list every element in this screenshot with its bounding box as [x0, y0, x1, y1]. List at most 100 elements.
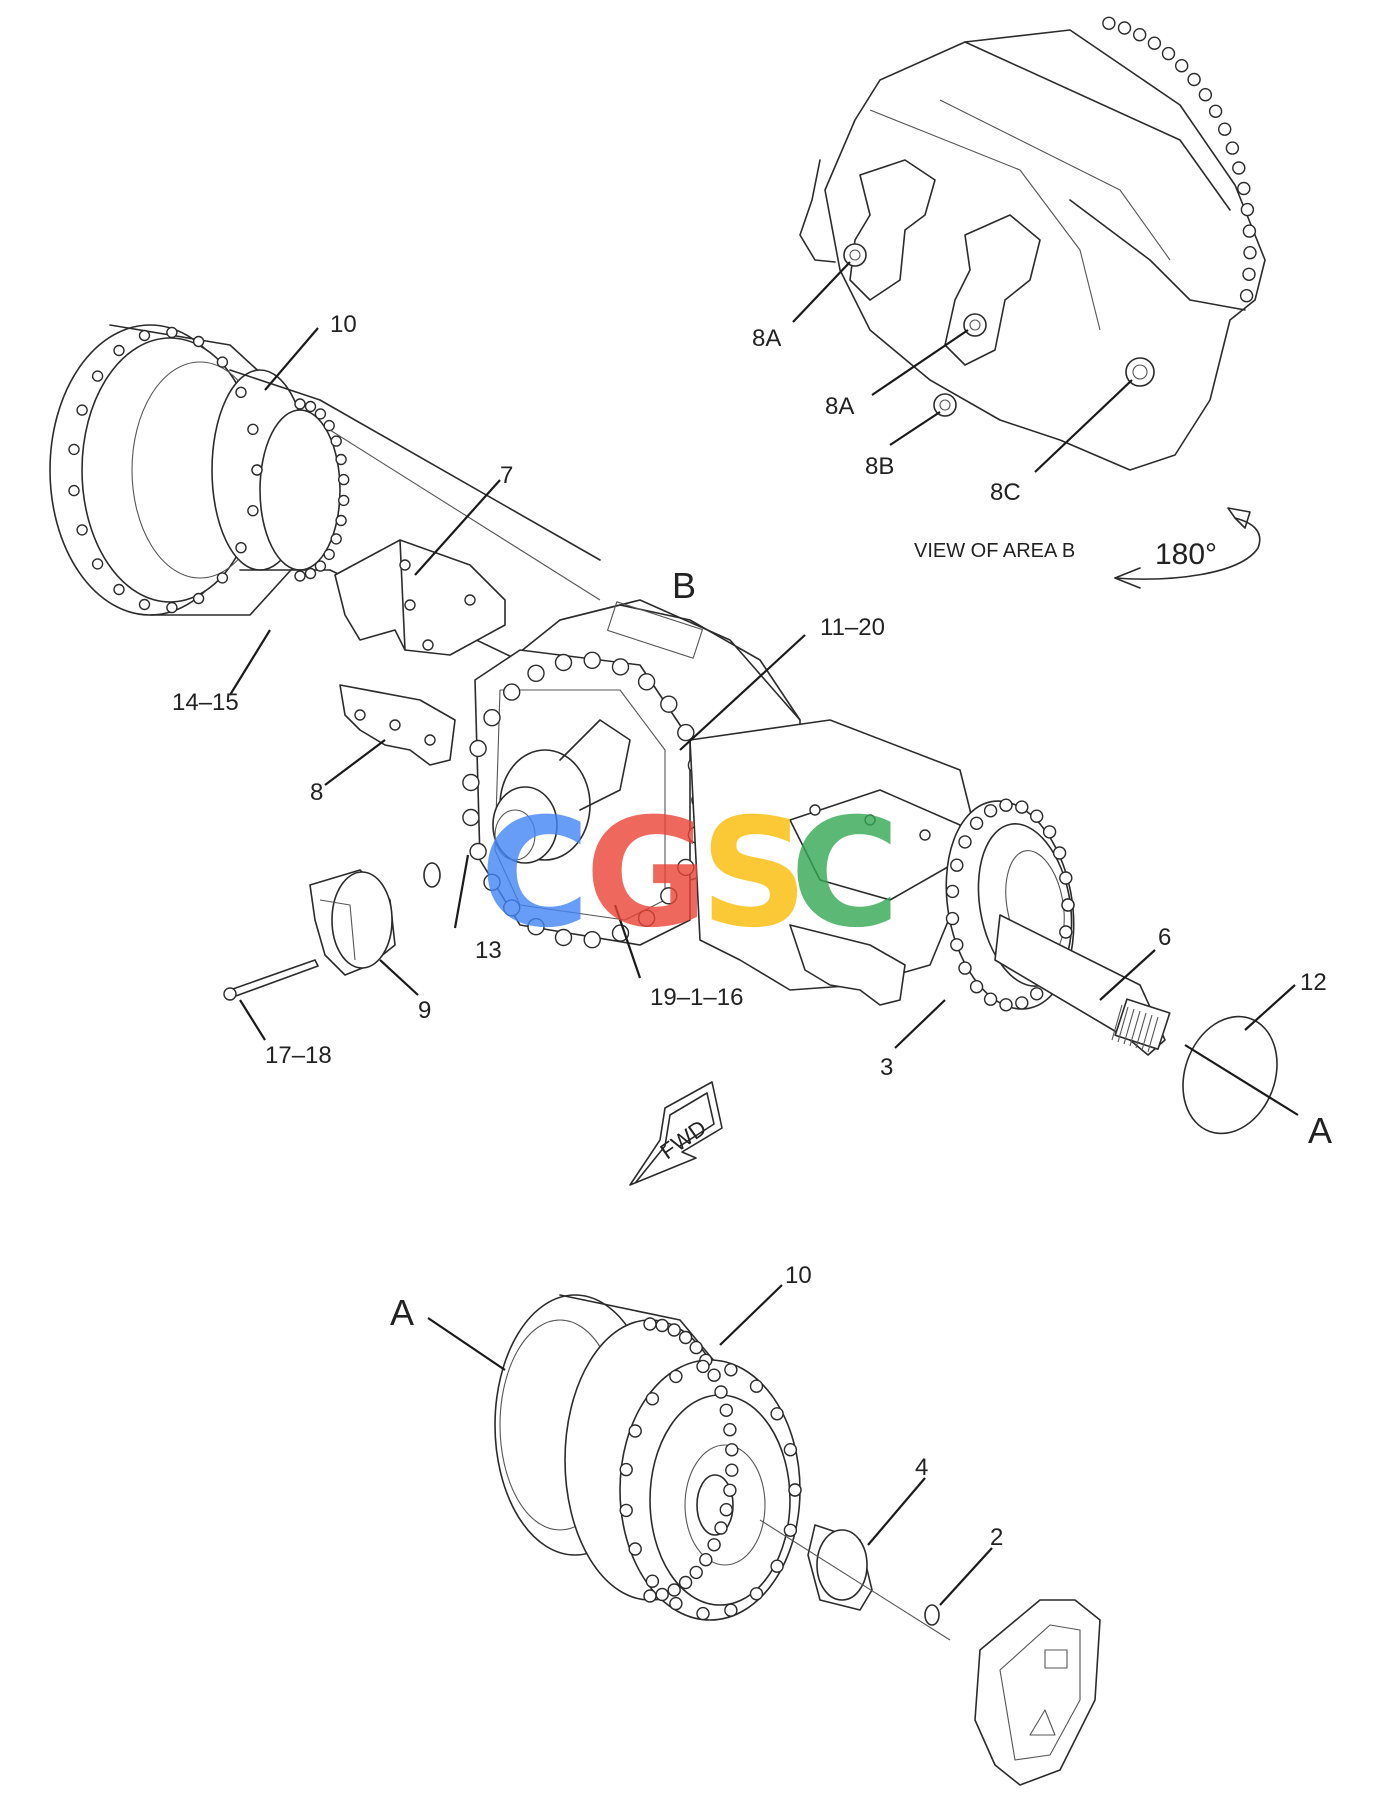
flange-bolt: [583, 651, 601, 669]
hub-bolt: [338, 473, 350, 486]
hub-bolt: [323, 548, 335, 561]
final-drive-bolt: [619, 1462, 633, 1477]
housing-rim-bolt: [1198, 87, 1213, 102]
fwd-arrow: FWD: [629, 1081, 723, 1186]
housing-rim-bolt: [1102, 16, 1116, 30]
final-drive-bolt: [725, 1443, 739, 1457]
brake-ring-tooth: [958, 835, 972, 849]
final-drive-bolt: [723, 1483, 737, 1498]
final-drive-bolt: [719, 1502, 733, 1517]
flange-bolt: [677, 858, 695, 877]
shaft-spline: [1129, 1010, 1141, 1047]
flange-bolt: [503, 683, 521, 701]
callout-6: 6: [1158, 924, 1171, 951]
final-drive-bolt: [678, 1575, 693, 1590]
brake-ring-tooth: [969, 980, 984, 994]
housing-rim-bolt: [1208, 104, 1223, 119]
final-drive-bolt: [669, 1369, 683, 1384]
callout-8a-lower: 8A: [825, 393, 854, 420]
hub-bolt: [304, 567, 317, 580]
final-drive-bolt: [689, 1340, 703, 1355]
inset-view-area-b: 8A 8A 8B 8C VIEW OF AREA B 180°: [752, 16, 1266, 589]
final-drive-bolt: [678, 1330, 693, 1345]
callout-8b: 8B: [865, 453, 894, 480]
hub-bolt: [338, 494, 350, 507]
view-area-b-label: VIEW OF AREA B: [914, 540, 1075, 562]
hub-bolt: [138, 598, 151, 611]
watermark-letter-g: G: [585, 787, 708, 961]
shaft-spline: [1141, 1014, 1153, 1051]
final-drive-bolt: [714, 1385, 728, 1399]
shaft-spline: [1147, 1016, 1159, 1053]
flange-bolt: [554, 653, 573, 672]
flange-bolt: [637, 673, 656, 691]
callout-14-15: 14–15: [172, 689, 239, 716]
final-drive-bolt: [667, 1583, 681, 1597]
flange-bolt: [503, 899, 521, 917]
hub-bolt: [91, 558, 104, 570]
flange-bolt: [637, 909, 656, 927]
flange-bolt: [527, 918, 545, 936]
callout-17-18: 17–18: [265, 1042, 332, 1069]
watermark-letter-c2: C: [790, 787, 900, 961]
housing-rim-bolt: [1239, 289, 1254, 303]
brake-ring-tooth: [969, 816, 984, 830]
final-drive-bolt: [667, 1323, 681, 1337]
final-drive-bolt: [689, 1565, 703, 1580]
final-drive-bolt: [619, 1503, 633, 1518]
brake-ring-tooth: [945, 911, 960, 926]
final-drive-bolt: [655, 1318, 669, 1333]
final-drive-bolt: [714, 1521, 728, 1535]
hub-bolt: [251, 464, 263, 476]
shaft-spline: [1111, 1004, 1123, 1041]
housing-rim-bolt: [1232, 161, 1246, 175]
hub-bolt: [68, 484, 80, 497]
callout-7: 7: [500, 462, 513, 489]
callout-4: 4: [915, 1454, 928, 1481]
brake-ring-tooth: [950, 858, 964, 872]
hub-bolt: [247, 505, 259, 517]
hub-bolt: [138, 329, 151, 342]
callout-3: 3: [880, 1054, 893, 1081]
flange-bolt: [611, 924, 630, 942]
brake-ring-tooth: [1015, 800, 1029, 814]
hub-bolt: [166, 326, 178, 339]
hub-bolt: [330, 533, 342, 545]
brake-ring-tooth: [950, 938, 964, 952]
final-drive-bolt: [643, 1589, 657, 1603]
final-drive-bolt: [770, 1559, 784, 1573]
hub-bolt: [91, 370, 104, 382]
final-drive-bolt: [724, 1603, 738, 1617]
brake-ring-tooth: [1059, 871, 1073, 885]
hub-bolt: [235, 542, 247, 554]
final-drive-bolt: [645, 1392, 660, 1406]
brake-ring-tooth: [1029, 809, 1044, 823]
area-b-marker: B: [672, 565, 696, 606]
brake-ring-tooth: [1061, 898, 1075, 912]
final-drive-assembly: 10 4 2 A: [390, 1262, 1101, 1786]
shaft-spline: [1117, 1006, 1129, 1043]
final-drive-bolt: [723, 1422, 737, 1437]
final-drive-bolt: [749, 1587, 764, 1601]
hub-bolt: [192, 592, 205, 605]
hub-bolt: [166, 601, 178, 614]
final-drive-bolt: [788, 1483, 802, 1497]
housing-rim-bolt: [1147, 36, 1162, 50]
watermark-cgsc: C G S C: [480, 787, 900, 961]
flange-bolt: [483, 709, 501, 727]
brake-ring-tooth: [945, 884, 960, 899]
housing-rim-bolt: [1187, 72, 1201, 87]
flange-bolt: [554, 928, 573, 947]
flange-bolt: [583, 931, 601, 949]
callout-8a-upper: 8A: [752, 325, 781, 352]
hub-bolt: [294, 570, 306, 582]
callout-10-top: 10: [330, 311, 357, 338]
final-drive-bolt: [719, 1403, 733, 1418]
hub-bolt: [235, 386, 247, 398]
hub-bolt: [335, 453, 347, 466]
hub-bolt: [76, 524, 88, 536]
final-drive-bolt: [669, 1596, 683, 1611]
housing-rim-bolt: [1240, 202, 1255, 217]
final-drive-bolt: [749, 1379, 764, 1393]
callout-11-20: 11–20: [820, 614, 885, 641]
